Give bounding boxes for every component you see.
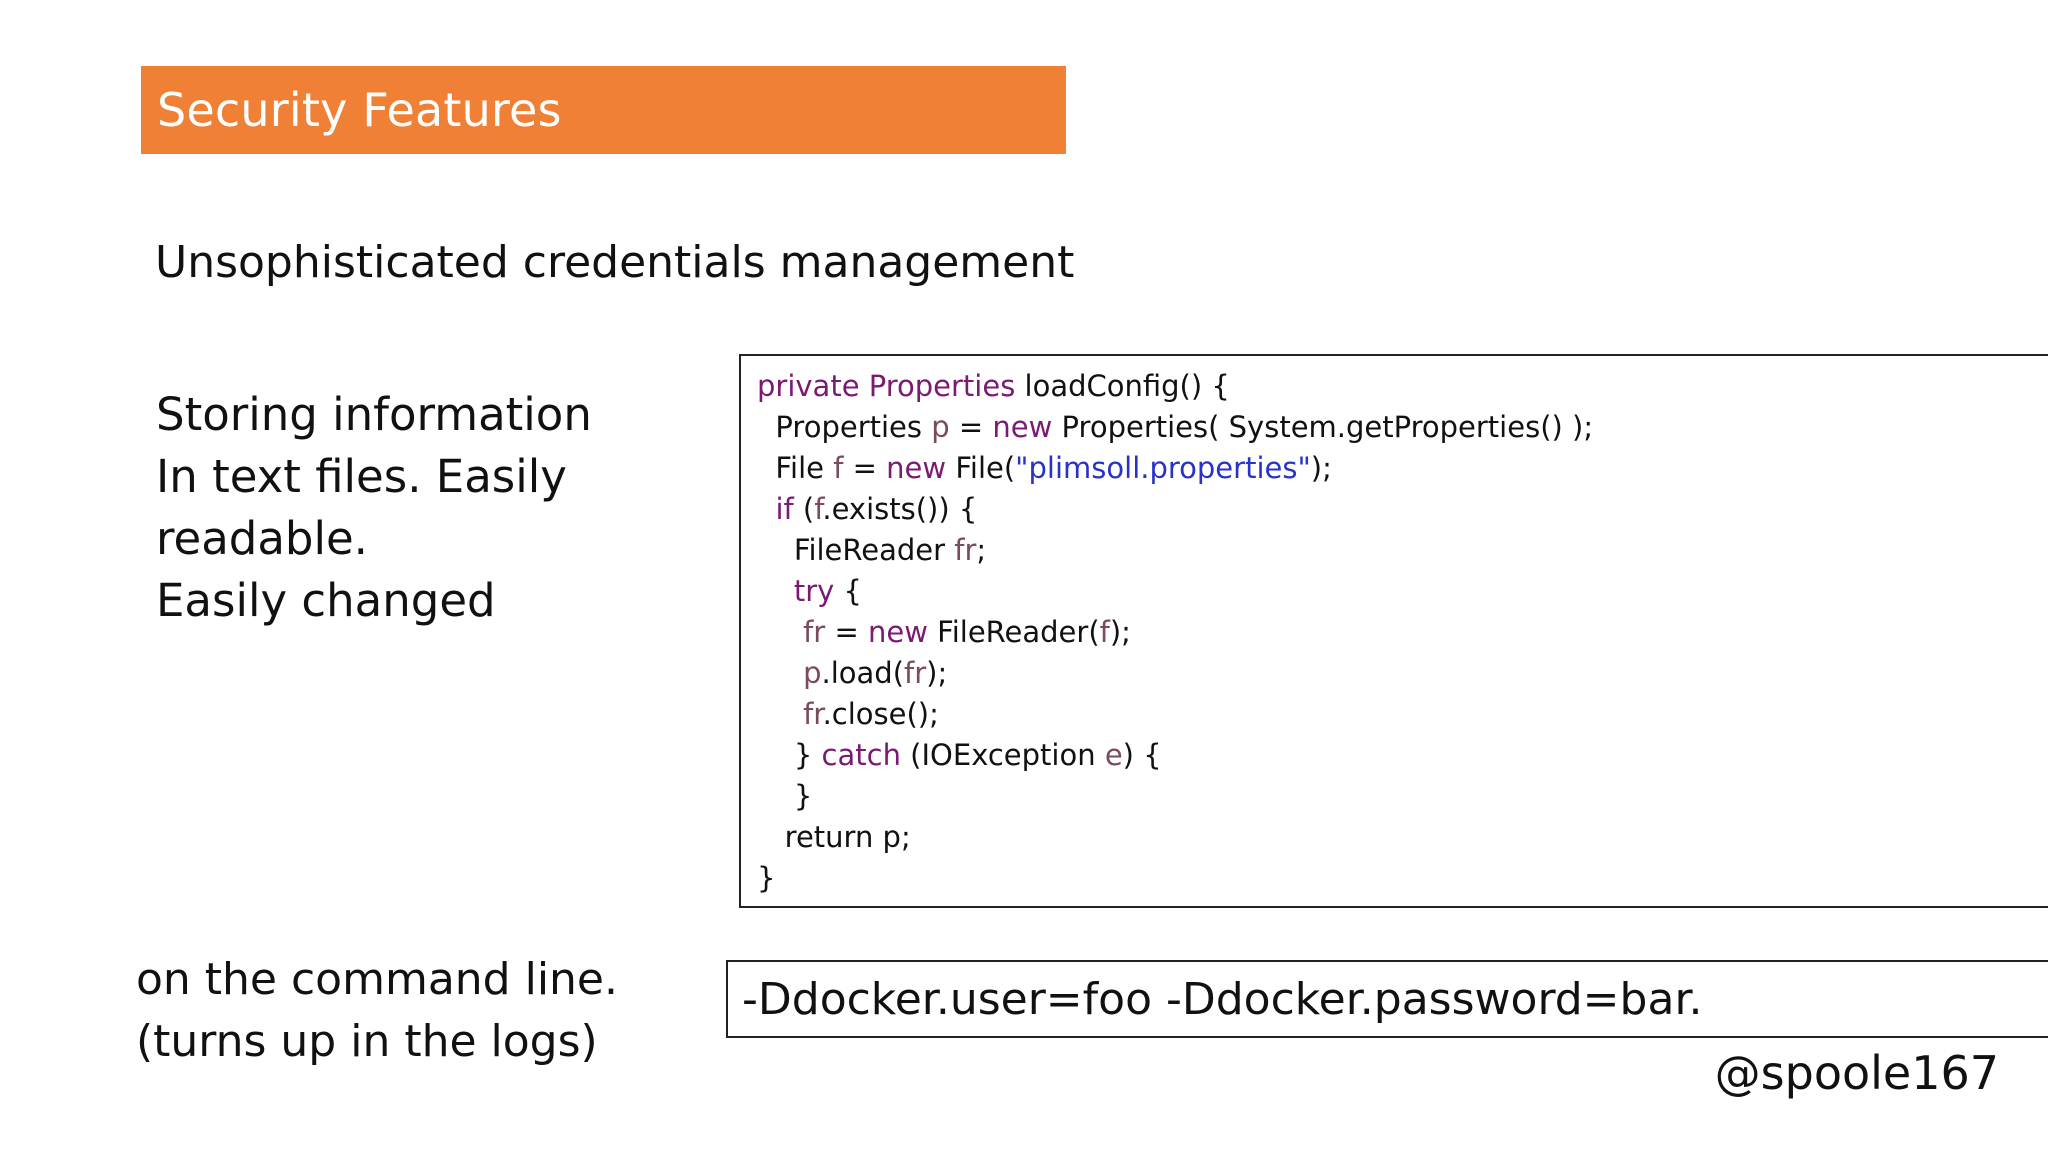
code-line: }: [757, 858, 1593, 899]
code-text: .close();: [822, 697, 939, 731]
code-text: ;: [976, 533, 987, 567]
code-variable: f: [1099, 615, 1110, 649]
code-text: return p;: [757, 820, 911, 854]
code-variable: fr: [904, 656, 927, 690]
code-text: Properties( System.getProperties() );: [1052, 410, 1594, 444]
code-text: =: [825, 615, 868, 649]
author-handle: @spoole167: [1714, 1046, 1999, 1100]
code-line: FileReader fr;: [757, 530, 1593, 571]
code-text: loadConfig() {: [1015, 369, 1230, 403]
code-variable: e: [1104, 738, 1123, 772]
command-example: -Ddocker.user=foo -Ddocker.password=bar.: [742, 973, 1703, 1025]
code-text: =: [843, 451, 887, 485]
code-keyword: private Properties: [757, 369, 1016, 403]
code-text: }: [757, 861, 776, 895]
code-text: Properties: [757, 410, 932, 444]
code-text: [757, 492, 775, 526]
code-variable: p: [931, 410, 950, 444]
code-text: }: [757, 738, 822, 772]
code-text: FileReader: [757, 533, 955, 567]
code-keyword: try: [793, 574, 835, 608]
code-line: } catch (IOException e) {: [757, 735, 1593, 776]
code-line: if (f.exists()) {: [757, 489, 1593, 530]
code-text: File: [757, 451, 834, 485]
code-text: );: [1109, 615, 1131, 649]
code-text: FileReader(: [927, 615, 1100, 649]
code-variable: fr: [803, 615, 826, 649]
code-line: }: [757, 776, 1593, 817]
code-snippet-box: private Properties loadConfig() { Proper…: [739, 354, 2048, 908]
code-line: p.load(fr);: [757, 653, 1593, 694]
code-text: );: [926, 656, 948, 690]
code-text: [757, 697, 803, 731]
code-keyword: new: [886, 451, 947, 485]
code-text: (IOException: [900, 738, 1105, 772]
code-text: =: [949, 410, 993, 444]
code-line: Properties p = new Properties( System.ge…: [757, 407, 1593, 448]
storage-notes: Storing information In text files. Easil…: [156, 384, 592, 632]
code-text: );: [1310, 451, 1332, 485]
code-text: File(: [946, 451, 1016, 485]
storage-note-line: Storing information: [156, 388, 592, 441]
code-text: .load(: [821, 656, 905, 690]
code-line: fr.close();: [757, 694, 1593, 735]
code-variable: f: [814, 492, 823, 526]
code-keyword: catch: [821, 738, 901, 772]
code-text: }: [757, 779, 813, 813]
code-variable: f: [833, 451, 844, 485]
code-text: [757, 615, 803, 649]
storage-note-line: Easily changed: [156, 574, 496, 627]
code-snippet: private Properties loadConfig() { Proper…: [757, 366, 1593, 899]
command-note-line: on the command line.: [136, 954, 618, 1005]
storage-note-line: readable.: [156, 512, 368, 565]
code-variable: fr: [803, 697, 823, 731]
code-text: .exists()) {: [822, 492, 978, 526]
command-line-notes: on the command line. (turns up in the lo…: [136, 949, 618, 1073]
code-line: private Properties loadConfig() {: [757, 366, 1593, 407]
code-text: ) {: [1122, 738, 1162, 772]
code-text: (: [793, 492, 815, 526]
code-string: "plimsoll.properties": [1015, 451, 1311, 485]
code-line: return p;: [757, 817, 1593, 858]
code-variable: fr: [954, 533, 977, 567]
code-keyword: new: [992, 410, 1053, 444]
code-text: [757, 656, 803, 690]
code-line: File f = new File("plimsoll.properties")…: [757, 448, 1593, 489]
code-text: [757, 574, 794, 608]
code-keyword: new: [867, 615, 928, 649]
code-variable: p: [803, 656, 822, 690]
title-banner: Security Features: [141, 66, 1066, 154]
slide-title: Security Features: [157, 83, 562, 137]
code-line: try {: [757, 571, 1593, 612]
command-example-box: -Ddocker.user=foo -Ddocker.password=bar.: [726, 960, 2048, 1038]
code-keyword: if: [775, 492, 794, 526]
slide-subtitle: Unsophisticated credentials management: [155, 237, 1075, 288]
command-note-line: (turns up in the logs): [136, 1016, 598, 1067]
storage-note-line: In text files. Easily: [156, 450, 567, 503]
code-text: {: [834, 574, 863, 608]
code-line: fr = new FileReader(f);: [757, 612, 1593, 653]
